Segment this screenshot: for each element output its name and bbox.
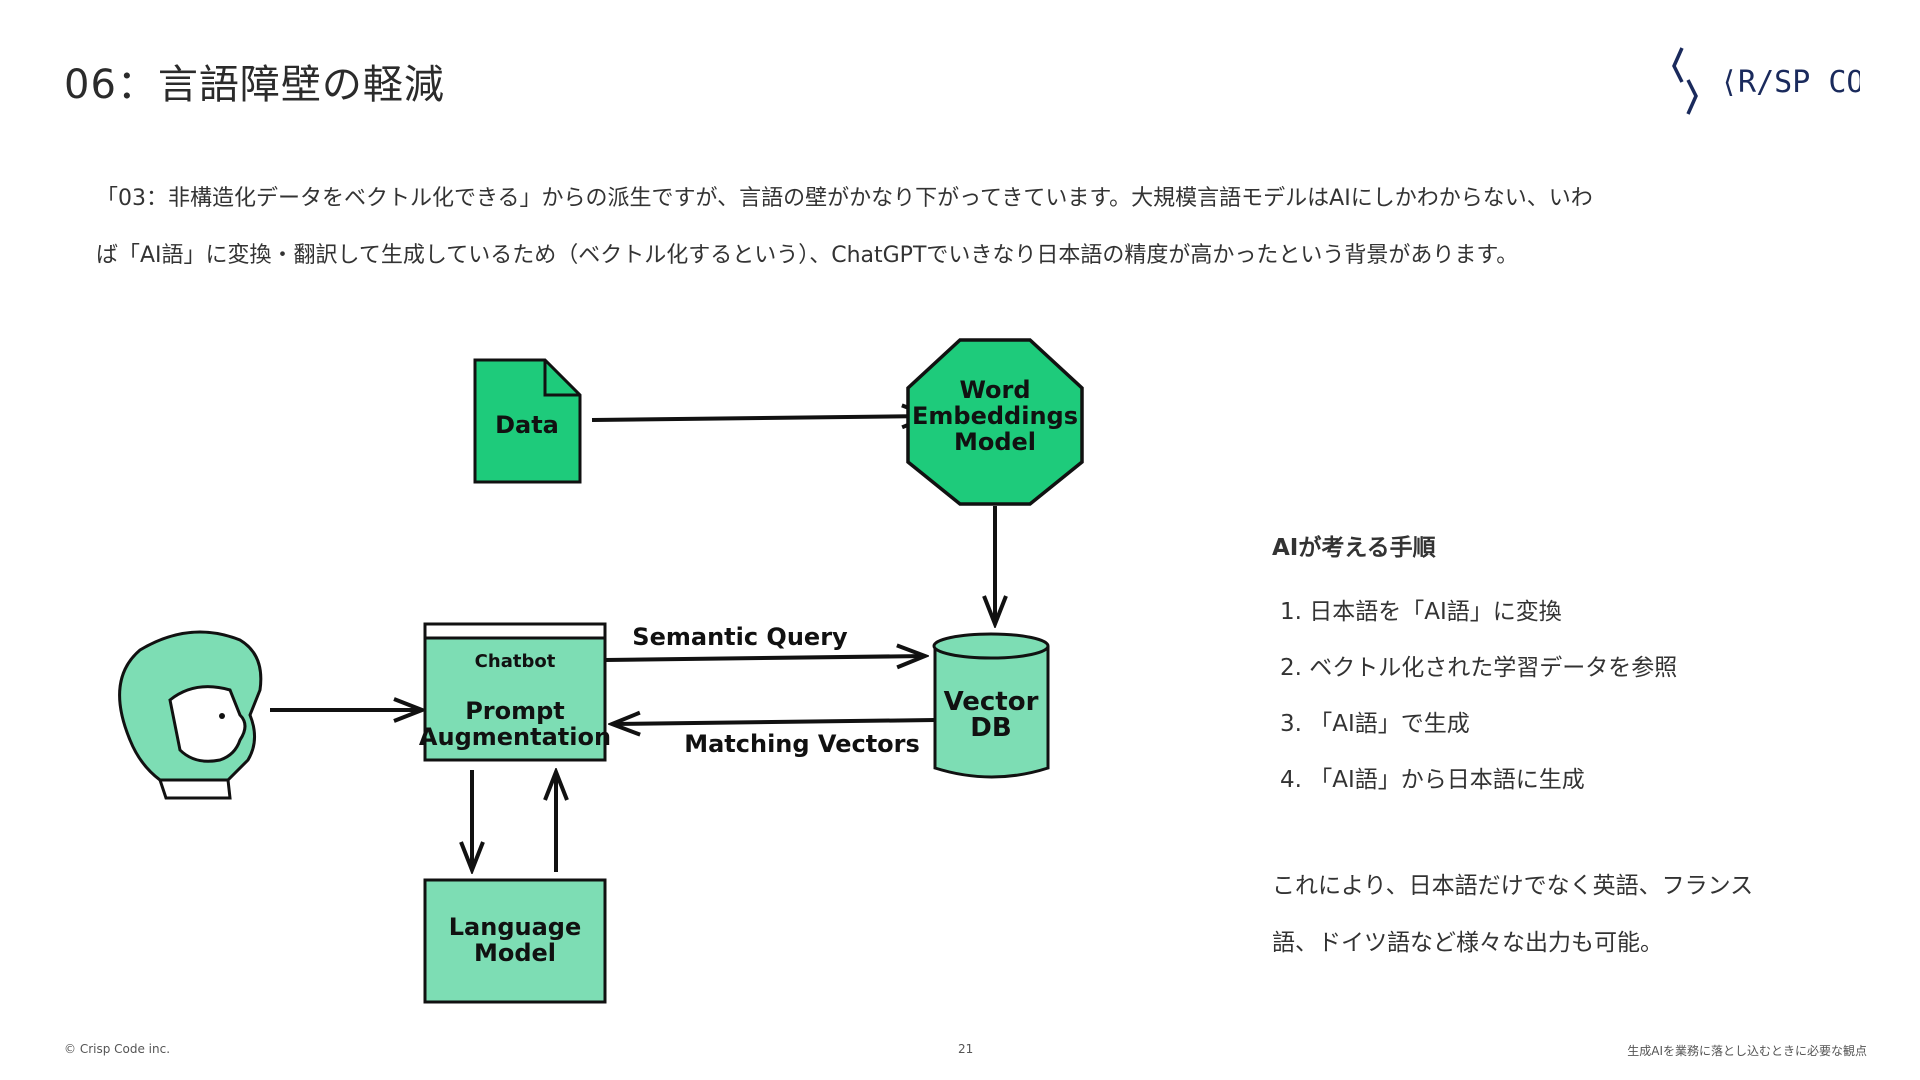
logo-text: ⟨R/SP CO⟩E — [1720, 65, 1860, 100]
intro-paragraph: 「03：非構造化データをベクトル化できる」からの派生ですが、言語の壁がかなり下が… — [96, 170, 1836, 284]
list-item: 2. ベクトル化された学習データを参照 — [1280, 655, 1678, 681]
footer-copyright: © Crisp Code inc. — [64, 1042, 171, 1056]
list-item: 4. 「AI語」から日本語に生成 — [1280, 767, 1585, 793]
note-line-2: 語、ドイツ語など様々な出力も可能。 — [1272, 930, 1663, 956]
augmentation-label: Augmentation — [419, 723, 611, 751]
list-item: 1. 日本語を「AI語」に変換 — [1280, 599, 1562, 625]
page-title: 06：言語障壁の軽減 — [64, 62, 445, 108]
footer-deck-title: 生成AIを業務に落とし込むときに必要な観点 — [1627, 1044, 1867, 1058]
rag-diagram: Data Word Embeddings Model Vector DB Cha… — [118, 338, 1084, 1004]
model-label: Model — [954, 428, 1036, 456]
chatbot-node: Chatbot Prompt Augmentation — [419, 622, 611, 762]
word-embeddings-node: Word Embeddings Model — [906, 338, 1084, 506]
list-item: 3. 「AI語」で生成 — [1280, 711, 1470, 737]
user-person-icon — [118, 630, 263, 800]
crisp-code-logo: ⟨R/SP CO⟩E — [1660, 40, 1901, 120]
language-model-node: Language Model — [423, 878, 607, 1004]
word-label: Word — [959, 376, 1030, 404]
vector-label: Vector — [944, 687, 1039, 717]
data-to-embeddings-arrow — [591, 416, 930, 420]
footer-page-number: 21 — [958, 1042, 974, 1056]
steps-list: 1. 日本語を「AI語」に変換 2. ベクトル化された学習データを参照 3. 「… — [1280, 584, 1677, 808]
logo-mark-icon: ⟨R/SP CO⟩E — [1672, 47, 1901, 115]
vector-db-node: Vector DB — [932, 632, 1050, 779]
semantic-query-arrow — [604, 656, 925, 660]
language-label: Language — [449, 913, 582, 941]
matching-vectors-label: Matching Vectors — [684, 730, 920, 758]
semantic-query-label: Semantic Query — [632, 623, 848, 651]
note-paragraph: これにより、日本語だけでなく英語、フランス 語、ドイツ語など様々な出力も可能。 — [1272, 858, 1832, 972]
matching-vectors-arrow — [612, 720, 936, 724]
chatbot-label: Chatbot — [475, 651, 556, 672]
language-model-label: Model — [474, 939, 556, 967]
data-document-node: Data — [473, 358, 582, 484]
db-label: DB — [970, 713, 1011, 743]
intro-line-2: ば「AI語」に変換・翻訳して生成しているため（ベクトル化するという）、ChatG… — [96, 243, 1519, 268]
data-label: Data — [495, 411, 559, 439]
embeddings-label: Embeddings — [912, 402, 1078, 430]
steps-heading: AIが考える手順 — [1272, 535, 1436, 561]
note-line-1: これにより、日本語だけでなく英語、フランス — [1272, 873, 1754, 899]
prompt-label: Prompt — [465, 697, 565, 725]
intro-line-1: 「03：非構造化データをベクトル化できる」からの派生ですが、言語の壁がかなり下が… — [96, 186, 1593, 211]
